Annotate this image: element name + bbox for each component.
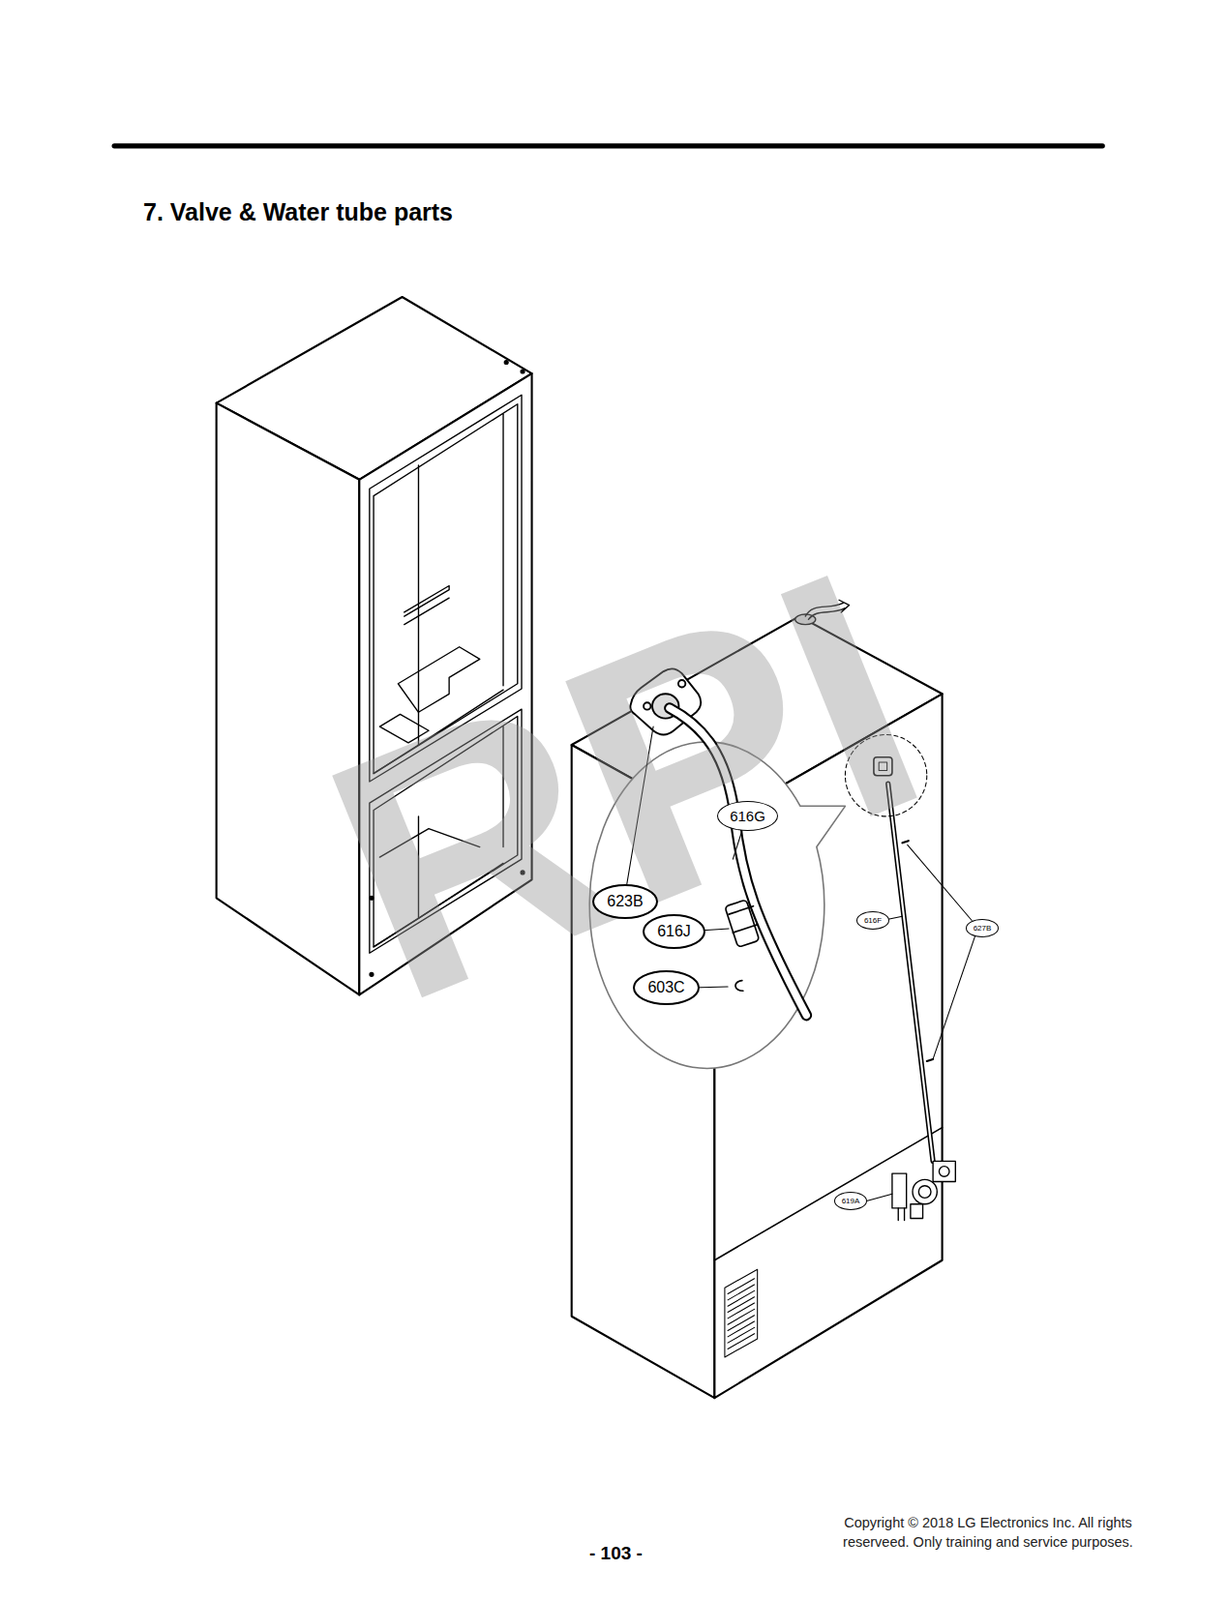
callout-number: 623B bbox=[606, 893, 643, 911]
callout-number: 616G bbox=[729, 808, 766, 825]
callout-bubble: 619A bbox=[834, 1192, 868, 1211]
callout-bubble: 616F bbox=[856, 911, 890, 930]
callout-number: 616J bbox=[657, 923, 691, 941]
water-valve bbox=[892, 1161, 956, 1221]
callout-number: 619A bbox=[841, 1197, 861, 1206]
callout-number: 627B bbox=[973, 924, 992, 933]
callout-bubble: 627B bbox=[965, 919, 999, 938]
callout-bubble: 603C bbox=[632, 970, 700, 1006]
watermark: RPI bbox=[267, 458, 982, 1112]
callout-number: 616F bbox=[864, 916, 882, 926]
page-title: 7. Valve & Water tube parts bbox=[143, 198, 453, 227]
callout-bubble: 616G bbox=[717, 801, 779, 832]
copyright-note: Copyright © 2018 LG Electronics Inc. All… bbox=[818, 1514, 1158, 1553]
callout-bubble: 616J bbox=[642, 914, 706, 950]
callout-bubble: 623B bbox=[592, 884, 659, 920]
header-rule bbox=[114, 143, 1103, 149]
callout-number: 603C bbox=[647, 979, 685, 997]
page-number: - 103 - bbox=[589, 1541, 643, 1567]
vent-louver bbox=[724, 1269, 758, 1358]
